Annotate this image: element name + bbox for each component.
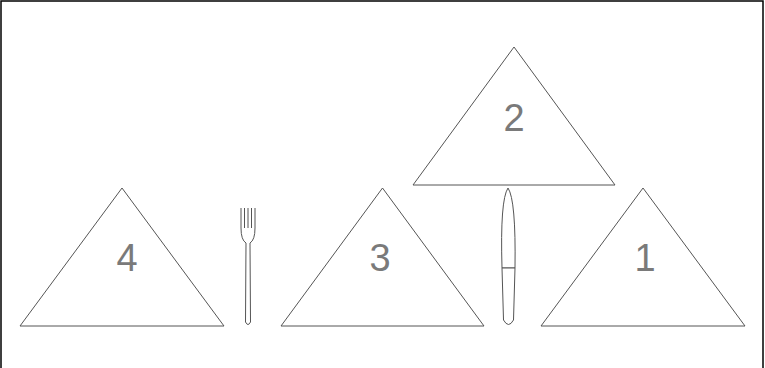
triangle-path [20, 188, 224, 326]
place-number: 3 [369, 239, 390, 277]
knife-symbol [502, 188, 516, 325]
triangle-path [541, 188, 745, 326]
fork-symbol [241, 208, 255, 325]
triangle-path [413, 47, 615, 185]
triangle-place: 1 [540, 187, 746, 327]
triangle-place: 4 [19, 187, 225, 327]
place-number: 1 [634, 239, 655, 277]
place-number: 4 [116, 239, 137, 277]
triangle-path [281, 188, 484, 326]
triangle-place: 2 [412, 46, 616, 186]
triangle-place: 3 [280, 187, 485, 327]
place-number: 2 [503, 99, 524, 137]
